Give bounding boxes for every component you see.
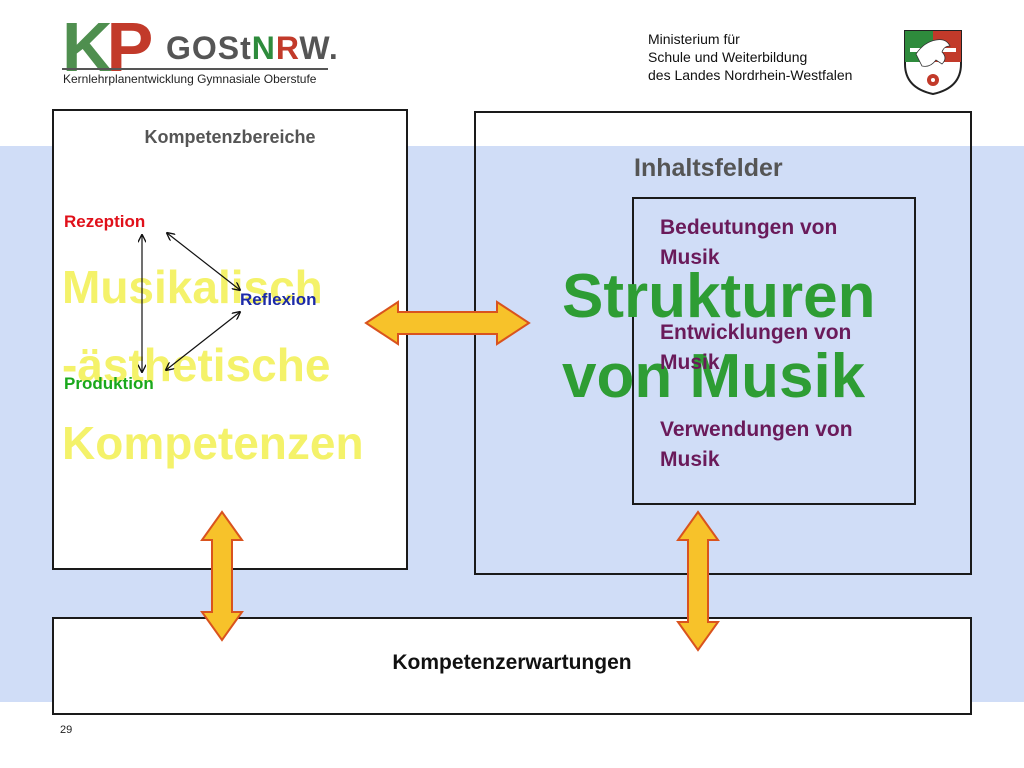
double-arrow-vertical-right-icon — [676, 510, 720, 652]
node-produktion: Produktion — [64, 374, 154, 393]
ministry-name: Ministerium für Schule und Weiterbildung… — [648, 30, 852, 84]
inhaltsfeld-item-1: Bedeutungen von Musik — [660, 213, 837, 273]
logo-subtitle: Kernlehrplanentwicklung Gymnasiale Obers… — [63, 72, 317, 86]
inhaltsfelder-inner-box — [632, 197, 916, 505]
inhaltsfeld-item-2: Entwicklungen von Musik — [660, 318, 851, 378]
logo-n: N — [251, 30, 276, 66]
ministry-line-2: Schule und Weiterbildung — [648, 49, 808, 65]
inhaltsfeld-item-2-line-1: Entwicklungen von — [660, 321, 852, 344]
logo-letter-p: P — [106, 8, 154, 86]
double-arrow-vertical-left-icon — [200, 510, 244, 642]
arrow-rezeption-reflexion — [167, 233, 240, 290]
ministry-line-1: Ministerium für — [648, 31, 740, 47]
logo-divider — [62, 68, 328, 70]
node-reflexion: Reflexion — [240, 290, 317, 309]
page-number: 29 — [60, 724, 73, 736]
arrow-reflexion-produktion — [166, 312, 240, 370]
double-arrow-horizontal-icon — [364, 300, 531, 346]
logo-w: W. — [299, 30, 339, 66]
logo-gost: GOSt — [166, 30, 252, 66]
logo-kp: KP — [62, 12, 153, 82]
big-text-von-musik: von Musik — [562, 342, 866, 411]
node-rezeption: Rezeption — [64, 212, 146, 231]
kompetenzerwartungen-label: Kompetenzerwartungen — [392, 651, 632, 674]
inhaltsfeld-item-3-line-1: Verwendungen von — [660, 418, 853, 441]
logo-letter-k: K — [62, 8, 113, 86]
inhaltsfelder-title: Inhaltsfelder — [634, 154, 783, 182]
ministry-line-3: des Landes Nordrhein-Westfalen — [648, 67, 853, 83]
inhaltsfeld-item-1-line-2: Musik — [660, 246, 720, 269]
inhaltsfeld-item-3: Verwendungen von Musik — [660, 415, 853, 475]
inhaltsfeld-item-3-line-2: Musik — [660, 448, 720, 471]
inhaltsfeld-item-2-line-2: Musik — [660, 351, 720, 374]
logo-r: R — [275, 30, 300, 66]
kompetenzerwartungen-box — [52, 617, 972, 715]
nrw-coat-of-arms-icon — [904, 30, 962, 96]
inhaltsfelder-box — [474, 111, 972, 575]
big-text-line-3: Kompetenzen — [62, 417, 364, 469]
big-text-strukturen: Strukturen — [562, 262, 876, 331]
kompetenzbereiche-title: Kompetenzbereiche — [144, 127, 316, 147]
inhaltsfeld-item-1-line-1: Bedeutungen von — [660, 216, 838, 239]
logo-gost-nrw: GOStNRW. — [166, 30, 339, 66]
